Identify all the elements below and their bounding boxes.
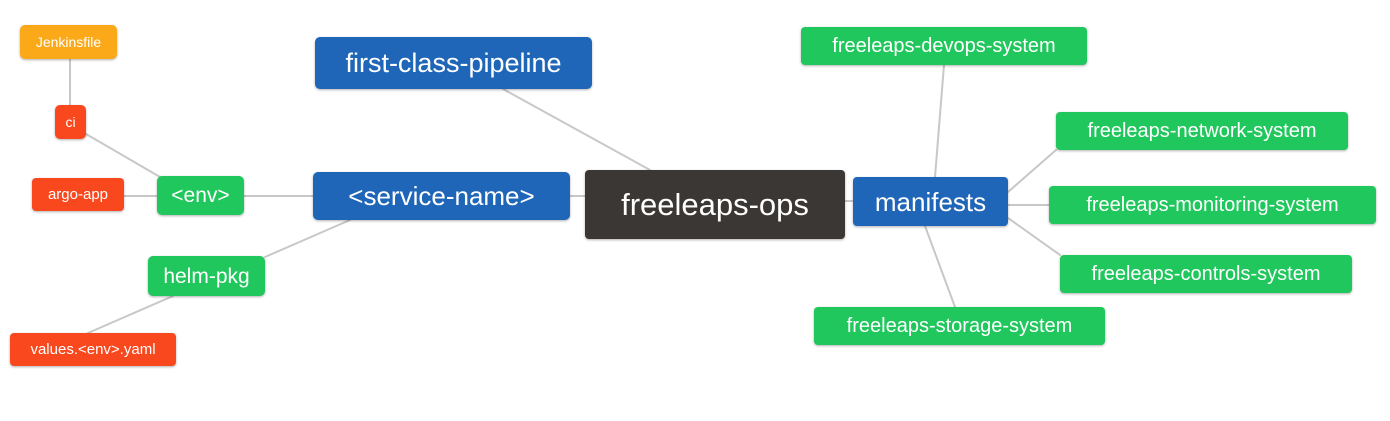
node-freeleaps-ops[interactable]: freeleaps-ops [585, 170, 845, 239]
edge-service-name-to-helm-pkg [264, 219, 351, 258]
edge-manifests-to-freeleaps-storage-system [924, 225, 956, 308]
node-jenkinsfile[interactable]: Jenkinsfile [20, 25, 117, 59]
node-helm-pkg[interactable]: helm-pkg [148, 256, 265, 296]
edge-helm-pkg-to-values-yaml [87, 295, 174, 334]
node-label-manifests: manifests [874, 186, 987, 217]
node-values-yaml[interactable]: values.<env>.yaml [10, 333, 176, 366]
node-label-service-name: <service-name> [348, 181, 535, 211]
node-freeleaps-storage-system[interactable]: freeleaps-storage-system [814, 307, 1105, 345]
node-freeleaps-network-system[interactable]: freeleaps-network-system [1056, 112, 1348, 150]
node-label-freeleaps-devops-system: freeleaps-devops-system [832, 35, 1056, 57]
edge-manifests-to-freeleaps-devops-system [934, 64, 945, 178]
node-first-class-pipeline[interactable]: first-class-pipeline [315, 37, 592, 89]
node-label-freeleaps-ops: freeleaps-ops [621, 187, 809, 222]
node-label-helm-pkg: helm-pkg [163, 264, 250, 288]
node-freeleaps-monitoring-system[interactable]: freeleaps-monitoring-system [1049, 186, 1376, 224]
node-argo-app[interactable]: argo-app [32, 178, 124, 211]
node-label-freeleaps-storage-system: freeleaps-storage-system [846, 315, 1073, 337]
node-freeleaps-controls-system[interactable]: freeleaps-controls-system [1060, 255, 1352, 293]
node-label-first-class-pipeline: first-class-pipeline [345, 47, 562, 78]
node-label-freeleaps-network-system: freeleaps-network-system [1087, 120, 1317, 142]
node-label-values-yaml: values.<env>.yaml [30, 341, 156, 358]
node-env[interactable]: <env> [157, 176, 244, 215]
node-label-env: <env> [171, 184, 230, 207]
node-label-jenkinsfile: Jenkinsfile [35, 34, 102, 50]
node-manifests[interactable]: manifests [853, 177, 1008, 226]
node-label-freeleaps-monitoring-system: freeleaps-monitoring-system [1086, 194, 1339, 216]
edge-first-class-pipeline-to-freeleaps-ops [502, 88, 651, 171]
node-label-freeleaps-controls-system: freeleaps-controls-system [1091, 263, 1321, 285]
node-freeleaps-devops-system[interactable]: freeleaps-devops-system [801, 27, 1087, 65]
edge-ci-to-env [85, 133, 161, 178]
node-label-argo-app: argo-app [47, 186, 109, 203]
node-service-name[interactable]: <service-name> [313, 172, 570, 220]
node-label-ci: ci [65, 114, 76, 130]
node-ci[interactable]: ci [55, 105, 86, 139]
edge-manifests-to-freeleaps-network-system [1007, 149, 1057, 193]
